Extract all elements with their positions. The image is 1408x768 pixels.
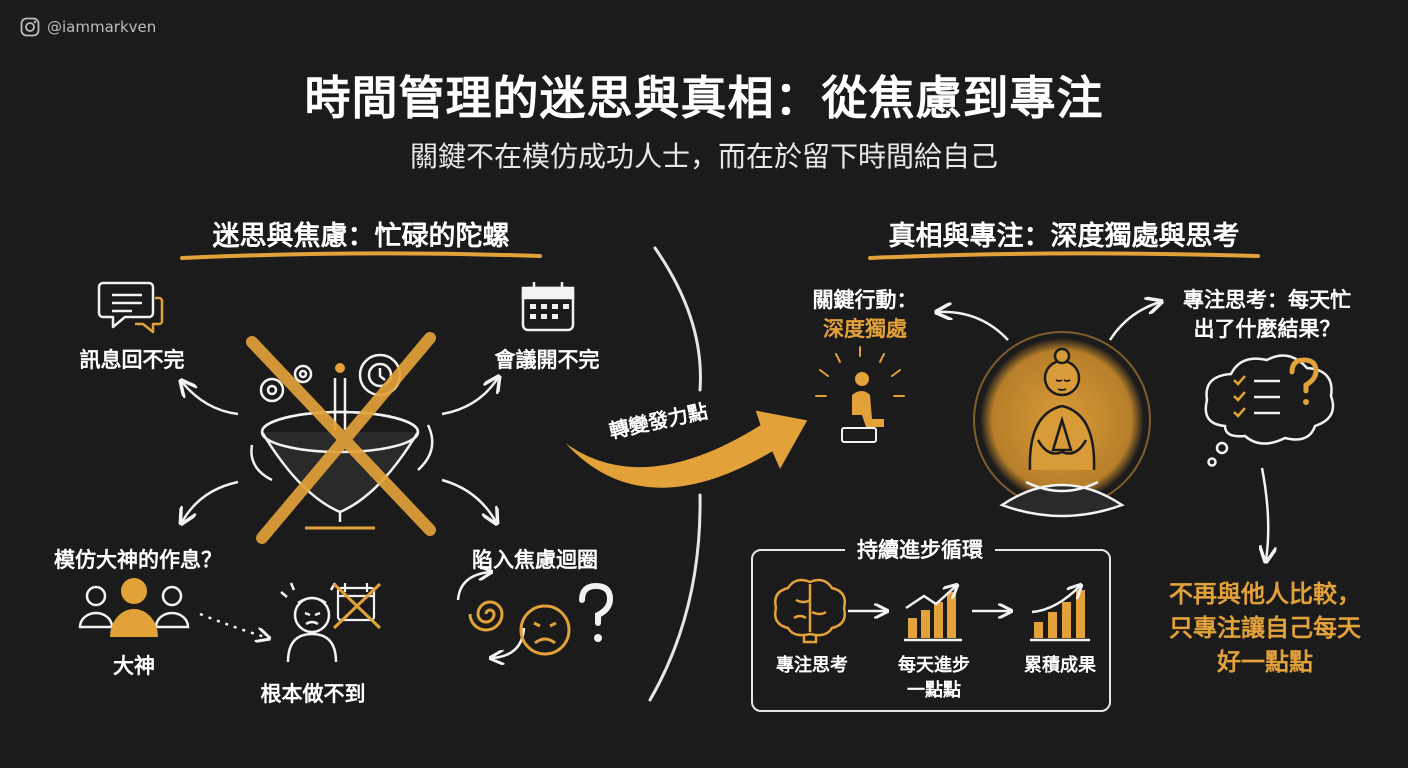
dotted-arrow <box>199 612 268 638</box>
calendar-icon <box>521 282 575 332</box>
arrow-to-messages <box>182 382 239 416</box>
arrow-to-action <box>938 312 1009 341</box>
page-title: 時間管理的迷思與真相：從焦慮到專注 <box>304 71 1104 125</box>
label-imitate: 模仿大神的作息？ <box>54 548 222 572</box>
cycle-step-focus: 專注思考 <box>776 655 848 676</box>
chat-bubbles-icon <box>97 281 164 334</box>
arrow-to-imitate <box>182 480 239 522</box>
label-meetings: 會議開不完 <box>494 348 600 372</box>
sitting-person-icon <box>815 346 905 443</box>
cycle-step-progress-line1: 每天進步 <box>898 655 970 676</box>
arrow-to-meetings <box>441 378 498 416</box>
arrow-to-anxiety <box>441 478 496 522</box>
label-think-line1: 專注思考：每天忙 <box>1183 288 1351 312</box>
conclusion-line3: 好一點點 <box>1217 648 1313 677</box>
label-master: 大神 <box>113 654 155 678</box>
page-subtitle: 關鍵不在模仿成功人士，而在於留下時間給自己 <box>409 140 998 173</box>
instagram-icon <box>20 17 40 37</box>
label-action-line2: 深度獨處 <box>823 317 907 341</box>
sad-face-icon <box>519 604 571 656</box>
label-action-line1: 關鍵行動： <box>812 288 918 312</box>
handle-text: @iammarkven <box>47 18 157 36</box>
left-heading-underline <box>180 251 542 260</box>
rising-chart-icon <box>1030 586 1090 642</box>
left-section-heading: 迷思與焦慮：忙碌的陀螺 <box>212 221 510 252</box>
right-section-heading: 真相與專注：深度獨處與思考 <box>888 221 1240 252</box>
brain-icon <box>774 578 846 644</box>
label-cannot: 根本做不到 <box>260 682 366 706</box>
conclusion-text: 不再與他人比較， 只專注讓自己每天 好一點點 <box>1145 577 1385 679</box>
spinning-top-icon <box>250 363 434 530</box>
label-messages: 訊息回不完 <box>79 348 185 372</box>
cross-out-icon <box>246 332 436 544</box>
label-anxiety: 陷入焦慮迴圈 <box>472 548 598 572</box>
right-heading-underline <box>868 251 1260 260</box>
thought-bubble-icon <box>1204 354 1335 467</box>
cycle-step-accumulate: 累積成果 <box>1024 655 1096 676</box>
social-handle: @iammarkven <box>20 17 156 37</box>
spiral-icon <box>456 572 526 658</box>
crossed-calendar-icon <box>332 582 382 630</box>
divider-curve-bottom <box>648 493 702 702</box>
conclusion-line1: 不再與他人比較， <box>1169 580 1361 608</box>
bar-chart-icon <box>904 586 962 642</box>
cycle-title: 持續進步循環 <box>845 534 995 564</box>
arrow-to-conclusion <box>1262 467 1268 560</box>
arrow-to-think <box>1108 302 1160 341</box>
question-icon <box>579 582 614 642</box>
divider-curve-top <box>653 246 702 392</box>
turning-arrow-icon <box>561 409 809 489</box>
people-icon <box>78 578 190 637</box>
cycle-step-progress-line2: 一點點 <box>907 680 961 701</box>
meditating-person-icon <box>973 331 1151 518</box>
conclusion-line2: 只專注讓自己每天 <box>1169 614 1361 643</box>
frustrated-person-icon <box>280 582 338 663</box>
label-think-line2: 出了什麼結果？ <box>1193 317 1341 341</box>
